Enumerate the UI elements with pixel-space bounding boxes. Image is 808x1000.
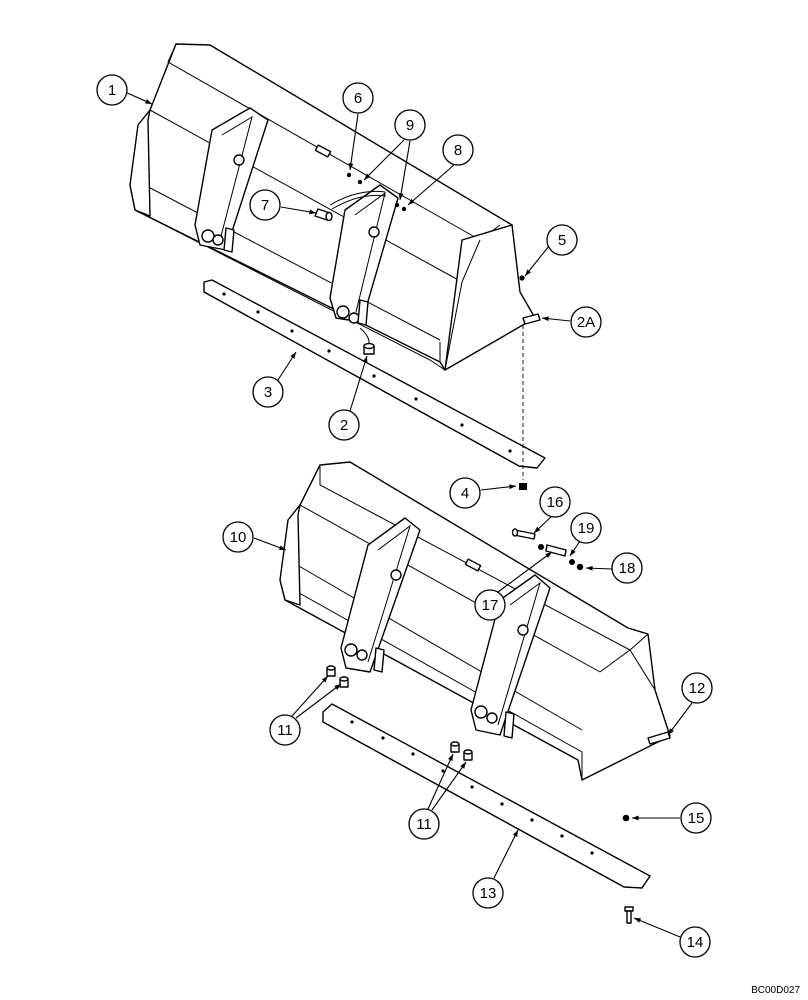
callout-circle (222, 521, 254, 553)
upper-mount-bracket-right (329, 184, 399, 326)
callout-label-13: 13 (480, 885, 497, 902)
callout-arrowhead (545, 552, 552, 558)
callout-arrowhead (334, 684, 341, 690)
callout-label-17: 17 (482, 597, 499, 614)
callout-leader-line (363, 139, 405, 181)
callout-leader-line (667, 702, 693, 736)
lower-mount-bracket-left (340, 517, 421, 673)
upper-bucket (129, 43, 536, 371)
callout-arrowhead (525, 269, 531, 276)
callout-leader-line (431, 761, 467, 811)
callout-circle (408, 808, 440, 840)
callout-label-19: 19 (578, 520, 595, 537)
callout-circle (449, 477, 481, 509)
callout-label-3: 3 (264, 384, 272, 401)
callout-circle (394, 109, 426, 141)
callout-circle (681, 672, 713, 704)
callout-leader-line (407, 164, 455, 206)
lower-mount-bracket-right (470, 574, 551, 739)
callout-circle (328, 409, 360, 441)
callout-label-15: 15 (688, 810, 705, 827)
callout-leader-line (633, 917, 681, 938)
callout-label-9: 9 (406, 117, 414, 134)
callout-circle (442, 134, 474, 166)
callout-label-5: 5 (558, 232, 566, 249)
callout-arrowhead (279, 545, 286, 550)
callout-circle (539, 486, 571, 518)
callout-arrowhead (398, 193, 404, 200)
pin-set-parts-16-19 (511, 528, 584, 571)
callout-circle (680, 802, 712, 834)
callout-leader-line (291, 675, 329, 717)
bushings-part-11-right (450, 741, 473, 761)
callout-arrowhead (321, 676, 328, 683)
callout-label-16: 16 (547, 494, 564, 511)
drawing-code: BC00D027 (751, 985, 800, 996)
callout-arrowhead (145, 99, 152, 104)
callout-arrowhead (460, 762, 466, 769)
callout-leader-line (493, 829, 519, 879)
callout-arrowhead (634, 918, 641, 923)
lower-bucket (279, 461, 671, 781)
callout-label-4: 4 (461, 485, 469, 502)
callout-label-18: 18 (619, 560, 636, 577)
upper-mount-bracket-left (194, 107, 269, 253)
callout-label-2: 2 (340, 417, 348, 434)
cutting-edge-part-3 (203, 279, 546, 469)
callout-circle (249, 189, 281, 221)
callout-circle (252, 376, 284, 408)
pin-part-7 (314, 208, 333, 222)
callout-leader-line (349, 113, 359, 171)
callout-circle (679, 926, 711, 958)
callout-arrowhead (512, 830, 518, 837)
bushings-part-11-left (326, 665, 349, 688)
callout-arrowhead (364, 173, 371, 180)
callout-label-11: 11 (416, 816, 432, 833)
bushing-part-2 (363, 342, 375, 355)
callout-label-8: 8 (454, 142, 462, 159)
callout-label-7: 7 (261, 197, 269, 214)
callout-label-1: 1 (108, 82, 116, 99)
callout-circle (342, 82, 374, 114)
callout-label-6: 6 (354, 90, 362, 107)
callout-arrowhead (570, 549, 576, 556)
callout-arrowhead (309, 209, 316, 215)
callout-arrowhead (290, 352, 296, 359)
callout-leader-line (349, 355, 368, 412)
callout-circle (570, 512, 602, 544)
callout-leader-line (497, 551, 553, 593)
callout-arrowhead (348, 163, 354, 170)
callout-label-12: 12 (689, 680, 706, 697)
callout-label-10: 10 (230, 529, 247, 546)
callout-leader-line (295, 683, 342, 719)
callout-leader-line (427, 753, 454, 810)
callout-arrowhead (509, 484, 516, 490)
callout-arrowhead (542, 316, 549, 322)
callout-label-11: 11 (277, 722, 293, 739)
callout-circle (269, 714, 301, 746)
callout-label-14: 14 (687, 934, 704, 951)
callout-circle (570, 306, 602, 338)
callout-circle (474, 589, 506, 621)
callout-circle (472, 877, 504, 909)
callout-label-2a: 2A (577, 314, 595, 331)
callout-leader-line (399, 140, 411, 201)
callout-circle (96, 74, 128, 106)
callout-arrowhead (408, 198, 415, 205)
callout-circle (546, 224, 578, 256)
callout-circle (611, 552, 643, 584)
callout-arrowhead (632, 815, 639, 821)
callout-arrowhead (362, 356, 368, 363)
callout-arrowhead (668, 728, 674, 735)
callout-arrowhead (586, 565, 593, 571)
cutting-edge-part-13 (322, 703, 651, 889)
callout-arrowhead (448, 754, 453, 761)
callout-arrowhead (534, 526, 541, 533)
